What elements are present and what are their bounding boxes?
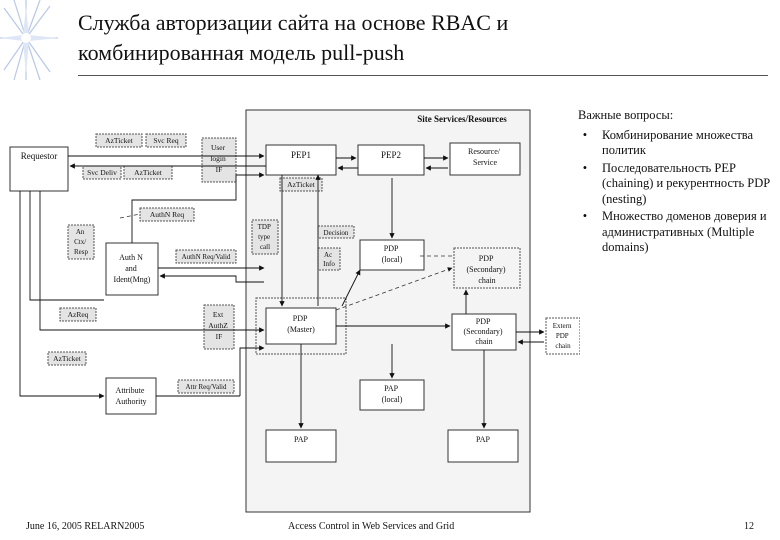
- extern-pdp-label: Extern PDP chain: [553, 322, 573, 350]
- svc-req-box: [145, 133, 187, 148]
- pap-local-box: [359, 379, 425, 411]
- pap-box-1: [265, 429, 337, 463]
- az-ticket-box-3: [279, 177, 323, 192]
- pap-label-2: PAP: [476, 435, 490, 444]
- authn-req-valid-box: [175, 249, 237, 264]
- pep1-label: PEP1: [291, 150, 311, 160]
- az-ticket-label-4: AzTicket: [53, 354, 82, 363]
- slide-title: Служба авторизации сайта на основе RBAC …: [78, 10, 509, 65]
- attr-req-valid-label: Attr Req/Valid: [185, 383, 227, 391]
- notes-item-text: Множество доменов доверия и администрати…: [602, 209, 767, 254]
- notes-item: • Последовательность PEP (chaining) и рек…: [578, 161, 778, 208]
- az-ticket-box: [95, 133, 143, 148]
- authn-req-box: [139, 207, 195, 222]
- attribute-authority-box: [105, 377, 157, 415]
- notes-item-text: Последовательность PEP (chaining) и реку…: [602, 160, 770, 206]
- pdp-master-label: PDP (Master): [287, 314, 315, 334]
- an-resp-label: An Ctx/ Resp: [74, 228, 89, 256]
- pdp-master-box: [265, 307, 337, 345]
- az-ticket-label: AzTicket: [105, 136, 134, 145]
- footer-title: Access Control in Web Services and Grid: [288, 521, 455, 532]
- notes-item: • Множество доменов доверия и администрат…: [578, 209, 778, 256]
- pdp-secondary-label: PDP (Secondary) chain: [466, 254, 507, 285]
- tdp-label: TDP type call: [258, 223, 273, 251]
- pap-box-2: [447, 429, 519, 463]
- authn-label: Auth N and Ident(Mng): [114, 253, 151, 284]
- extern-pdp-box: [545, 317, 580, 355]
- title-divider: [78, 75, 768, 76]
- az-ticket-label-3: AzTicket: [287, 180, 316, 189]
- star-logo-icon: [0, 0, 58, 80]
- pep2-box: [357, 144, 425, 176]
- attribute-authority-label: Attribute Authority: [115, 386, 146, 406]
- resource-label: Resource/ Service: [468, 147, 502, 167]
- notes-list: • Комбинирование множества политик • После…: [578, 128, 778, 256]
- connector-lines: [19, 153, 545, 429]
- notes-panel: Важные вопросы: • Комбинирование множеств…: [578, 108, 778, 258]
- pep1-box: [265, 144, 337, 176]
- bullet-icon: •: [582, 209, 588, 223]
- page-number: 12: [744, 521, 754, 532]
- az-ticket-label-2: AzTicket: [134, 168, 163, 177]
- notes-item-text: Комбинирование множества политик: [602, 127, 754, 158]
- svc-req-label: Svc Req: [153, 136, 178, 145]
- dashed-connectors: [119, 213, 454, 311]
- user-login-label: User login IF: [210, 143, 227, 174]
- requestor-box: [9, 146, 69, 192]
- ext-authz-label: Ext AuthZ IF: [208, 310, 229, 341]
- user-login-box: [201, 137, 237, 183]
- az-ticket-box-4: [47, 351, 87, 366]
- tdp-box: [251, 219, 279, 255]
- pep2-label: PEP2: [381, 150, 401, 160]
- pdp-local-label: PDP (local): [382, 244, 403, 264]
- pdp-secondary-label-2: PDP (Secondary) chain: [463, 317, 504, 346]
- attr-req-valid-box: [177, 379, 235, 394]
- azreq-box: [59, 307, 97, 322]
- azreq-label: AzReq: [68, 310, 89, 319]
- pap-local-label: PAP (local): [382, 384, 403, 404]
- site-services-label: Site Services/Resources: [417, 114, 507, 124]
- decision-label: Decision: [324, 229, 349, 237]
- requestor-label: Requestor: [21, 151, 58, 161]
- resource-box: [449, 142, 521, 176]
- notes-heading: Важные вопросы:: [578, 108, 674, 122]
- bullet-icon: •: [582, 127, 588, 142]
- pdp-secondary-box-2: [451, 313, 517, 351]
- notes-item: • Комбинирование множества политик: [578, 128, 778, 159]
- ext-authz-box: [203, 304, 235, 350]
- pdp-local-box: [359, 239, 425, 271]
- footer-date: June 16, 2005 RELARN2005: [26, 521, 145, 532]
- authn-req-label: AuthN Req: [150, 210, 185, 219]
- ac-info-label: Ac Info: [323, 251, 335, 268]
- bullet-icon: •: [582, 160, 588, 175]
- svc-deliv-label: Svc Deliv: [87, 168, 117, 177]
- rbac-architecture-diagram: Site Services/Resources Requestor AzTick…: [9, 109, 580, 513]
- an-resp-box: [67, 224, 95, 260]
- pap-label-1: PAP: [294, 435, 308, 444]
- authn-req-valid-label: AuthN Req/Valid: [182, 253, 231, 261]
- pdp-secondary-box: [453, 247, 521, 289]
